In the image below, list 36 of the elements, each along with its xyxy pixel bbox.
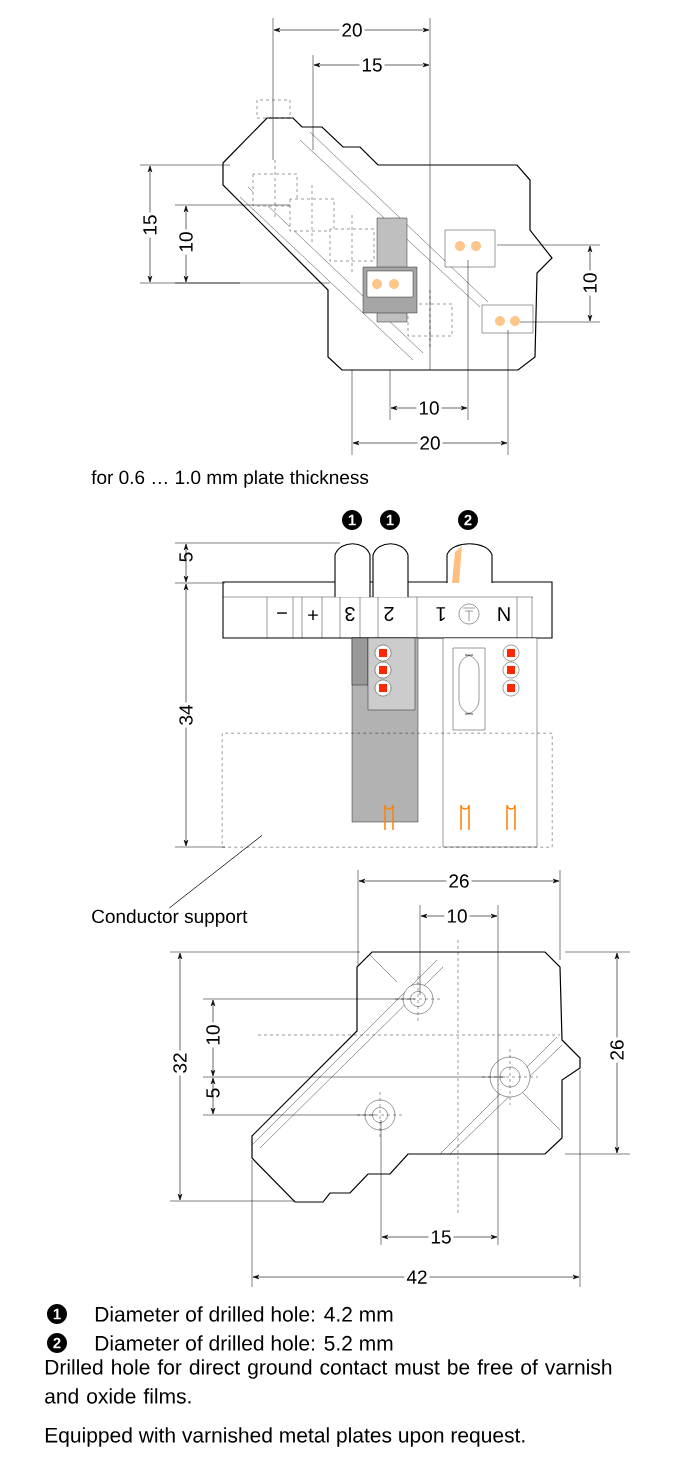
dimension-value: 15 [141, 212, 159, 238]
dimension-value: 42 [404, 1268, 430, 1286]
dimension-value: 26 [608, 1037, 626, 1063]
note-text: Drilled hole for direct ground contact must be free of varnish and oxide films. [45, 1359, 612, 1404]
callout-number: 1 [380, 510, 400, 530]
terminal-marking: 1 [436, 607, 446, 621]
dimension-value: 20 [417, 434, 443, 452]
dimension-value: 32 [171, 1050, 189, 1076]
dimension-value: 34 [177, 702, 195, 728]
dimension-value: 10 [177, 229, 195, 255]
terminal-marking: 2 [384, 607, 394, 621]
terminal-marking: N [498, 607, 510, 621]
dimension-value: 15 [428, 1228, 454, 1246]
callout-label: Conductor support [92, 909, 248, 927]
note-text: Diameter of drilled hole: 4.2 mm [95, 1306, 393, 1322]
note-text: Diameter of drilled hole: 5.2 mm [95, 1335, 393, 1351]
callout-number: 2 [47, 1333, 67, 1353]
dimension-value: 10 [416, 399, 442, 417]
terminal-marking: + [308, 610, 318, 621]
dimension-value: 5 [206, 1088, 220, 1098]
dimension-value: 20 [339, 21, 365, 39]
callout-number: 2 [458, 510, 478, 530]
conductor-support-outline [222, 733, 553, 848]
dimension-value: 15 [359, 56, 385, 74]
leader-line [168, 835, 263, 909]
terminal-marking: − [277, 612, 287, 614]
note-text: Equipped with varnished metal plates upon request. [45, 1427, 525, 1447]
caption-text: for 0.6 … 1.0 mm plate thickness [91, 470, 369, 488]
dimension-value: 10 [204, 1022, 222, 1048]
callout-number: 1 [47, 1304, 67, 1324]
dimension-value: 26 [446, 872, 472, 890]
dimension-value: 10 [444, 907, 470, 925]
dimension-value: 10 [581, 270, 599, 296]
terminal-marking: 3 [345, 606, 355, 622]
callout-number: 1 [342, 510, 362, 530]
dimension-value: 5 [179, 552, 193, 562]
